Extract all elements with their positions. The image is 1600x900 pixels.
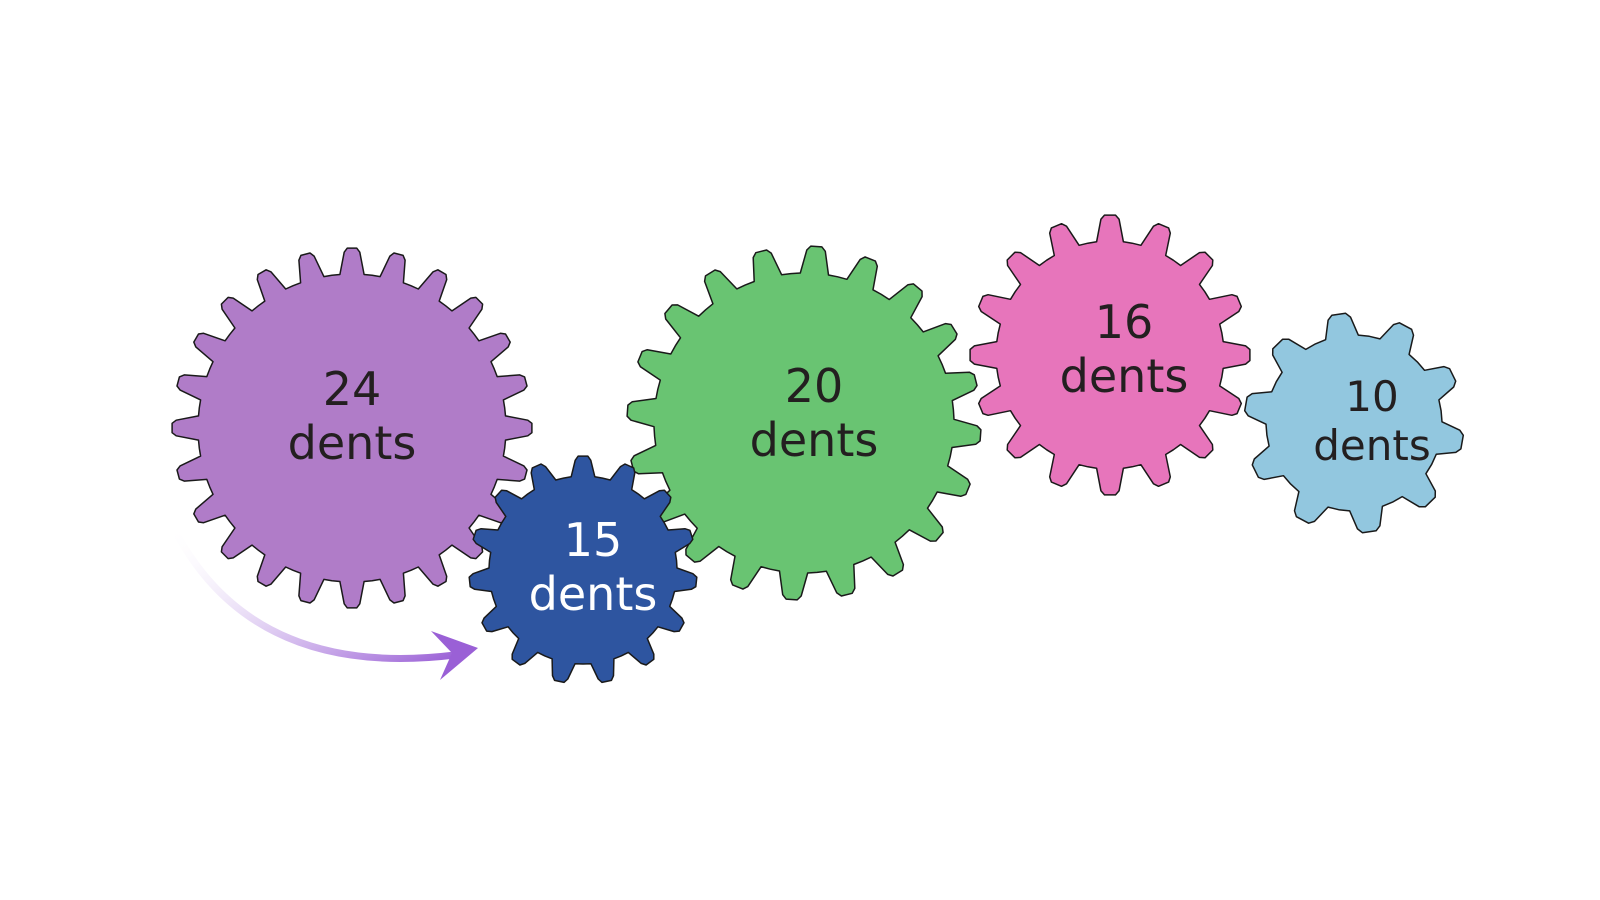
- rotation-arrow-curve: [168, 521, 459, 662]
- gear-24: 24 dents: [171, 247, 533, 609]
- gear-24-count: 24: [323, 362, 382, 416]
- gear-16-unit: dents: [1060, 349, 1189, 403]
- rotation-arrow: [168, 521, 478, 680]
- gear-15-shape: [468, 455, 698, 684]
- gear-20-count: 20: [785, 359, 844, 413]
- gear-16-shape: [969, 214, 1251, 496]
- gear-24-unit: dents: [288, 416, 417, 470]
- gear-16: 16 dents: [969, 214, 1251, 496]
- gear-10-count: 10: [1345, 372, 1398, 421]
- gear-20-shape: [626, 245, 982, 601]
- gear-10-shape: [1243, 312, 1465, 534]
- gear-10-unit: dents: [1313, 421, 1430, 470]
- gear-20: 20 dents: [626, 245, 982, 601]
- gear-15: 15 dents: [468, 455, 698, 684]
- gear-24-shape: [171, 247, 533, 609]
- gear-15-count: 15: [564, 513, 623, 567]
- rotation-arrow-head: [431, 631, 478, 680]
- gear-16-count: 16: [1095, 295, 1154, 349]
- gear-15-unit: dents: [529, 567, 658, 621]
- gear-20-unit: dents: [750, 413, 879, 467]
- gear-10: 10 dents: [1243, 312, 1465, 534]
